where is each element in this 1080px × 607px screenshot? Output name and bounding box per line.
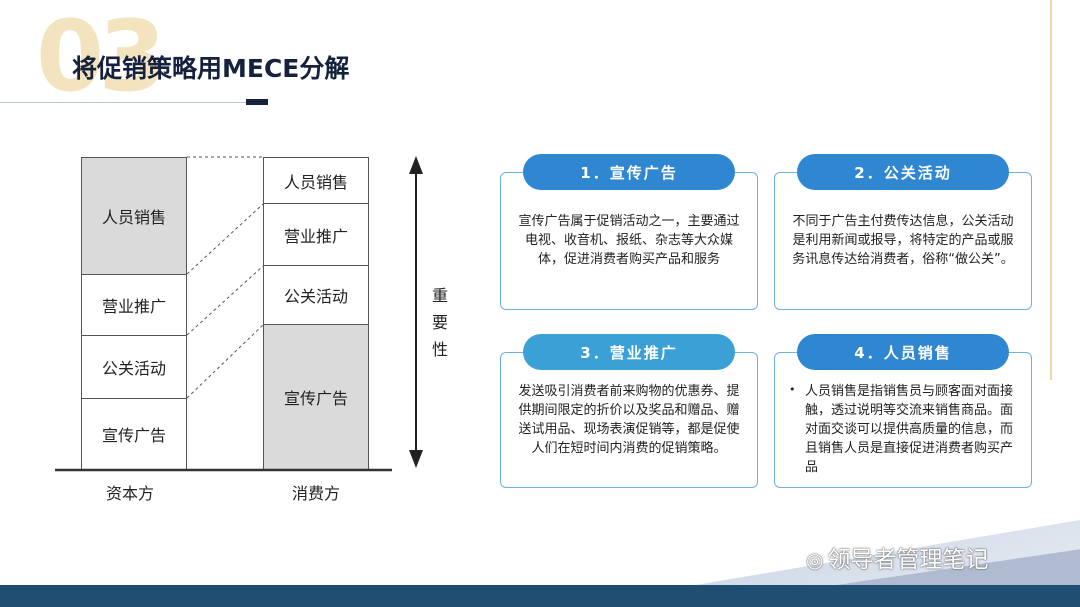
importance-label: 重 要 性 <box>431 286 448 359</box>
card-public-relations-title: 2．公关活动 <box>797 154 1009 190</box>
connector-line <box>186 324 264 399</box>
card-sales-promotion-body: 发送吸引消费者前来购物的优惠券、提供期间限定的折价以及奖品和赠品、赠送试用品、现… <box>518 384 740 456</box>
left-column-label: 资本方 <box>106 484 155 503</box>
watermark-text: 领导者管理笔记 <box>827 547 989 573</box>
right-cell-personal-selling: 人员销售 <box>263 157 369 204</box>
arrow-down-icon <box>409 450 423 468</box>
diagram-connectors <box>55 156 423 472</box>
right-cell-public-relations: 公关活动 <box>263 265 369 325</box>
connector-line <box>186 265 264 336</box>
footer-bar <box>0 585 1080 607</box>
connector-line <box>186 203 264 275</box>
card-advertising-body: 宣传广告属于促销活动之一，主要通过电视、收音机、报纸、杂志等大众媒体，促进消费者… <box>518 214 740 267</box>
left-cell-personal-selling: 人员销售 <box>81 157 187 275</box>
right-column-label: 消费方 <box>292 484 341 503</box>
right-cell-sales-promotion: 营业推广 <box>263 203 369 266</box>
right-cell-advertising: 宣传广告 <box>263 324 369 470</box>
card-advertising-title: 1．宣传广告 <box>523 154 735 190</box>
left-cell-public-relations: 公关活动 <box>81 335 187 399</box>
card-public-relations <box>774 172 1032 310</box>
wechat-icon: ◎ <box>806 548 824 572</box>
left-cell-advertising: 宣传广告 <box>81 398 187 470</box>
card-advertising <box>500 172 758 310</box>
card-public-relations-body: 不同于广告主付费传达信息，公关活动是利用新闻或报导，将特定的产品或服务讯息传达给… <box>792 214 1014 267</box>
card-personal-selling-title: 4．人员销售 <box>797 334 1009 370</box>
watermark: ◎领导者管理笔记 <box>806 540 988 574</box>
card-personal-selling <box>774 352 1032 488</box>
card-personal-selling-body: 人员销售是指销售员与顾客面对面接触，透过说明等交流来销售商品。面对面交谈可以提供… <box>805 384 1014 475</box>
bullet-icon: • <box>789 383 796 396</box>
section-number: 03 <box>36 0 166 114</box>
title-accent-bar <box>246 99 268 105</box>
page-title: 将促销策略用MECE分解 <box>72 54 350 83</box>
card-sales-promotion-title: 3．营业推广 <box>523 334 735 370</box>
arrow-up-icon <box>409 156 423 174</box>
right-edge-rule <box>1050 0 1052 380</box>
card-sales-promotion <box>500 352 758 488</box>
title-underline <box>0 102 246 103</box>
